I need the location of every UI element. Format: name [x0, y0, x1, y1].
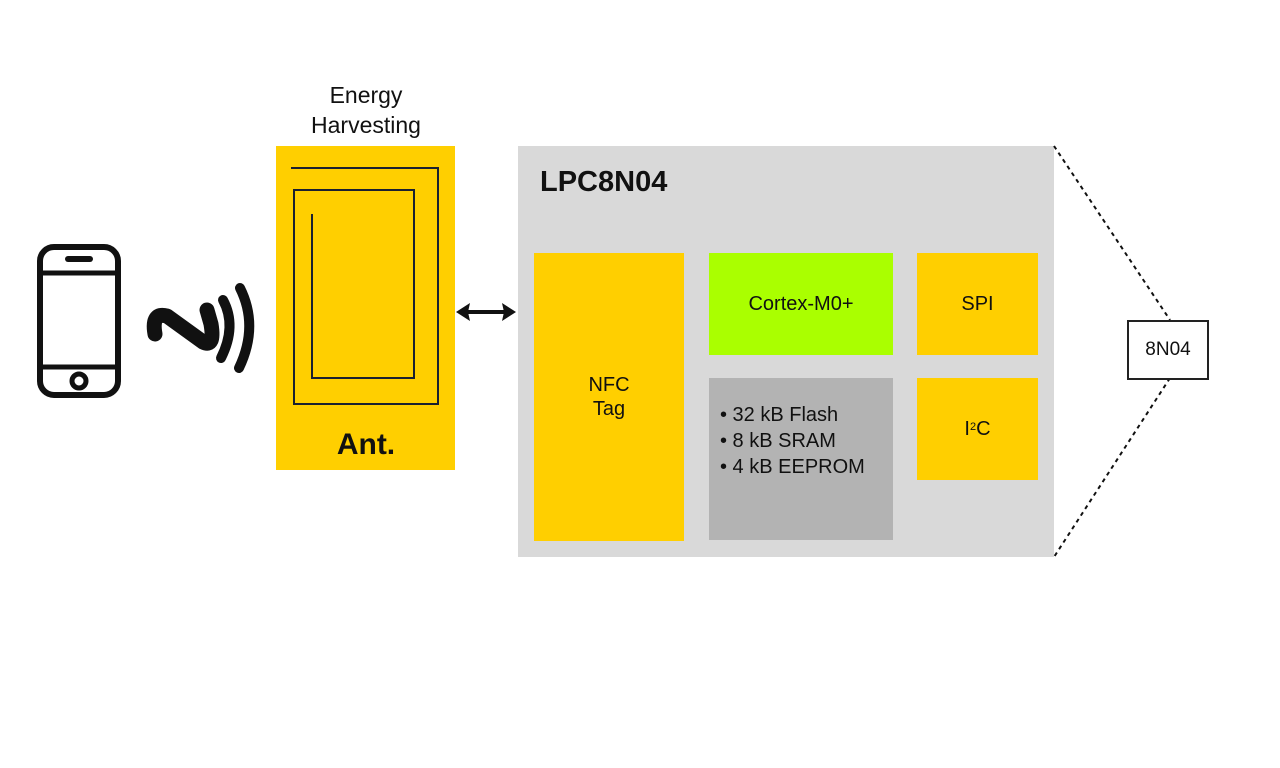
i2c-label-main: I: [964, 418, 970, 440]
memory-item: • 4 kB EEPROM: [720, 456, 865, 478]
memory-item: • 32 kB Flash: [720, 404, 839, 426]
double-arrow-icon: [456, 303, 516, 321]
i2c-block: I2C: [917, 378, 1038, 480]
zoom-line-top: [1053, 145, 1171, 321]
energy-harvesting-caption: Energy Harvesting: [276, 80, 456, 140]
memory-block: [709, 378, 893, 540]
i2c-label: I2C: [964, 417, 990, 441]
nfc-tag-block: NFC Tag: [534, 253, 684, 541]
spi-label: SPI: [961, 293, 994, 315]
nfc-icon: [146, 283, 255, 373]
cortex-m0-block: Cortex-M0+: [709, 253, 893, 355]
nfc-tag-line: Tag: [592, 398, 626, 420]
spi-block: SPI: [917, 253, 1038, 355]
smartphone-icon: [37, 244, 121, 398]
antenna-label: Ant.: [336, 428, 396, 461]
package-label: 8N04: [1145, 339, 1191, 360]
i2c-label-sup: 2: [969, 421, 977, 433]
package-box: 8N04: [1127, 320, 1209, 380]
cortex-label: Cortex-M0+: [748, 293, 854, 315]
i2c-label-tail: C: [976, 418, 991, 440]
nfc-tag-line: NFC: [588, 374, 630, 396]
memory-item: • 8 kB SRAM: [720, 430, 836, 452]
antenna-coil-icon: [291, 167, 439, 405]
memory-list: • 32 kB Flash • 8 kB SRAM • 4 kB EEPROM: [720, 402, 865, 480]
caption-line: Harvesting: [311, 112, 421, 138]
zoom-line-bottom: [1053, 377, 1171, 558]
caption-line: Energy: [329, 82, 403, 108]
chip-title: LPC8N04: [540, 166, 668, 198]
antenna-block: [276, 146, 455, 470]
